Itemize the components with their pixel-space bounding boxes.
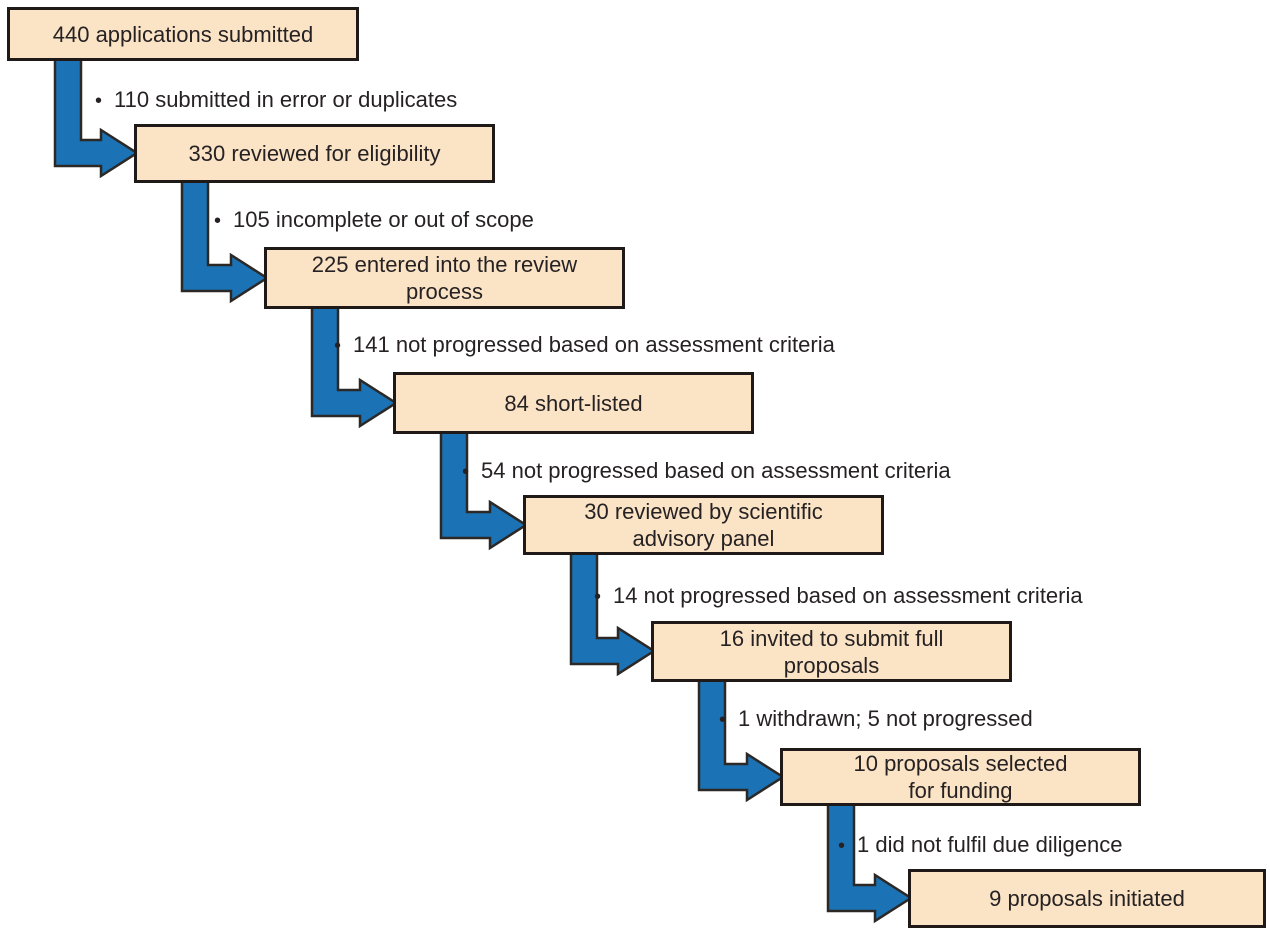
- attrition-note-text-2: 105 incomplete or out of scope: [233, 207, 534, 232]
- flow-arrow-3: [310, 305, 399, 429]
- attrition-note-not-progressed-14: • 14 not progressed based on assessment c…: [594, 582, 1083, 611]
- attrition-note-withdrawn-not-progressed: • 1 withdrawn; 5 not progressed: [719, 705, 1033, 734]
- stage-box-proposals-initiated: 9 proposals initiated: [908, 869, 1266, 928]
- stage-box-applications-submitted: 440 applications submitted: [7, 7, 359, 61]
- attrition-note-submitted-in-error: • 110 submitted in error or duplicates: [95, 86, 457, 115]
- attrition-note-text-7: 1 did not fulfil due diligence: [857, 832, 1123, 857]
- flow-arrow-1: [53, 57, 140, 179]
- bullet-icon: •: [719, 709, 727, 731]
- bullet-icon: •: [594, 586, 602, 608]
- attrition-note-not-progressed-141: • 141 not progressed based on assessment …: [334, 331, 835, 360]
- stage-box-short-listed: 84 short-listed: [393, 372, 754, 434]
- attrition-note-not-progressed-54: • 54 not progressed based on assessment c…: [462, 457, 951, 486]
- flow-arrow-6: [697, 678, 786, 803]
- bullet-icon: •: [334, 335, 342, 357]
- attrition-note-text-6: 1 withdrawn; 5 not progressed: [738, 706, 1033, 731]
- bullet-icon: •: [838, 835, 846, 857]
- stage-box-entered-review-process: 225 entered into the review process: [264, 247, 625, 309]
- stage-label-invited-full-proposals: 16 invited to submit full proposals: [719, 625, 944, 678]
- stage-box-selected-for-funding: 10 proposals selected for funding: [780, 748, 1141, 806]
- stage-label-short-listed: 84 short-listed: [504, 390, 643, 416]
- attrition-note-due-diligence: • 1 did not fulfil due diligence: [838, 831, 1122, 860]
- stage-label-entered-review-process: 225 entered into the review process: [311, 252, 578, 304]
- stage-label-proposals-initiated: 9 proposals initiated: [989, 886, 1185, 911]
- flow-arrow-4: [439, 430, 529, 551]
- stage-box-invited-full-proposals: 16 invited to submit full proposals: [651, 621, 1012, 682]
- flow-arrow-2: [180, 179, 270, 304]
- stage-box-reviewed-for-eligibility: 330 reviewed for eligibility: [134, 124, 495, 183]
- bullet-icon: •: [462, 461, 470, 483]
- attrition-note-text-5: 14 not progressed based on assessment cr…: [613, 583, 1083, 608]
- attrition-note-text-3: 141 not progressed based on assessment c…: [353, 332, 835, 357]
- stage-label-selected-for-funding: 10 proposals selected for funding: [853, 751, 1068, 803]
- attrition-note-incomplete-out-of-scope: • 105 incomplete or out of scope: [214, 206, 534, 235]
- flow-arrow-7: [826, 802, 914, 924]
- stage-box-scientific-advisory-panel: 30 reviewed by scientific advisory panel: [523, 495, 884, 555]
- stage-label-scientific-advisory-panel: 30 reviewed by scientific advisory panel: [584, 499, 823, 551]
- flow-arrow-5: [569, 551, 657, 677]
- bullet-icon: •: [214, 210, 222, 232]
- attrition-note-text-4: 54 not progressed based on assessment cr…: [481, 458, 951, 483]
- bullet-icon: •: [95, 90, 103, 112]
- stage-label-applications-submitted: 440 applications submitted: [52, 21, 314, 47]
- stage-label-reviewed-for-eligibility: 330 reviewed for eligibility: [188, 141, 441, 166]
- attrition-note-text-1: 110 submitted in error or duplicates: [114, 87, 458, 112]
